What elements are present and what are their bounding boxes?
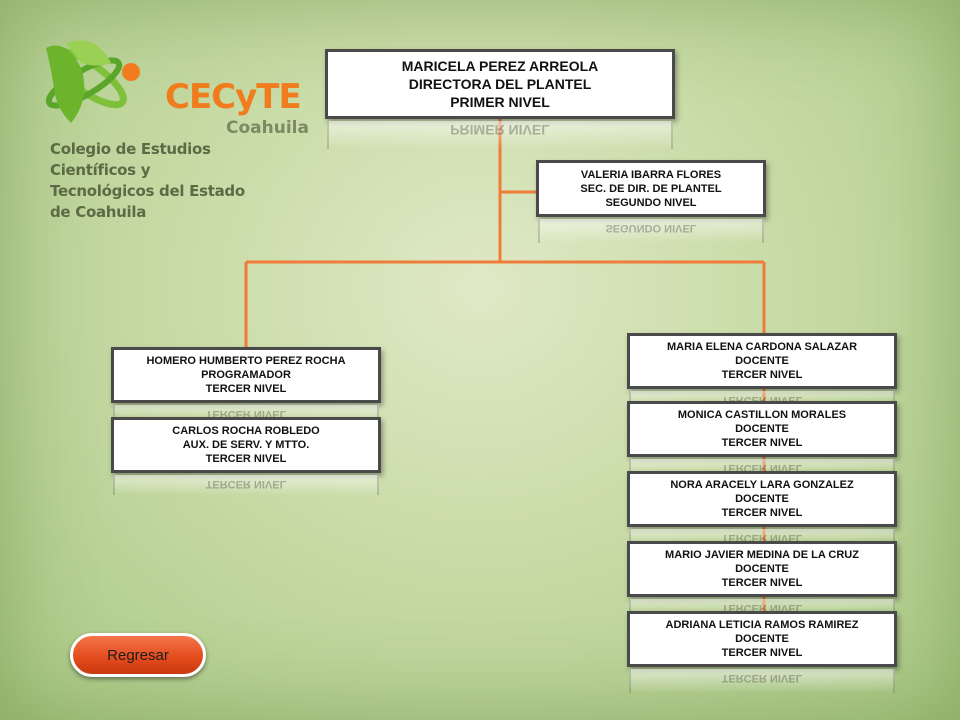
node-reflection: TERCER NIVEL [113, 405, 379, 417]
node-name: MARIA ELENA CARDONA SALAZAR [666, 341, 858, 353]
node-name: NORA ARACELY LARA GONZALEZ [670, 479, 854, 491]
node-name: HOMERO HUMBERTO PEREZ ROCHA [146, 355, 346, 367]
org-node-docente-4: MARIO JAVIER MEDINA DE LA CRUZ DOCENTE T… [627, 541, 897, 597]
logo-state-text: Coahuila [226, 118, 309, 138]
node-level: PRIMER NIVEL [450, 94, 550, 110]
node-role: DOCENTE [735, 355, 789, 367]
node-role: DOCENTE [735, 633, 789, 645]
cecyte-logo: CECyTE Coahuila [36, 28, 309, 188]
node-level: TERCER NIVEL [205, 383, 287, 395]
node-name: CARLOS ROCHA ROBLEDO [172, 425, 320, 437]
node-role: AUX. DE SERV. Y MTTO. [182, 439, 310, 451]
org-node-docente-3: NORA ARACELY LARA GONZALEZ DOCENTE TERCE… [627, 471, 897, 527]
node-reflection: TERCER NIVEL [629, 669, 895, 693]
atom-logo-icon [45, 40, 140, 123]
node-role: DOCENTE [735, 493, 789, 505]
node-name: MARIO JAVIER MEDINA DE LA CRUZ [665, 549, 859, 561]
org-node-director: MARICELA PEREZ ARREOLA DIRECTORA DEL PLA… [325, 49, 675, 119]
logo-caption-line: Colegio de Estudios Científicos y [50, 140, 211, 179]
org-node-docente-2: MONICA CASTILLON MORALES DOCENTE TERCER … [627, 401, 897, 457]
node-reflection: TERCER NIVEL [629, 391, 895, 401]
node-reflection-text: TERCER NIVEL [721, 532, 803, 541]
node-role: DIRECTORA DEL PLANTEL [408, 76, 592, 92]
node-level: TERCER NIVEL [205, 453, 287, 465]
node-reflection: TERCER NIVEL [629, 529, 895, 541]
node-level: TERCER NIVEL [721, 369, 803, 381]
node-reflection-text: TERCER NIVEL [721, 602, 803, 611]
node-name: ADRIANA LETICIA RAMOS RAMIREZ [665, 619, 859, 631]
node-level: TERCER NIVEL [721, 577, 803, 589]
node-reflection-text: PRIMER NIVEL [450, 122, 550, 138]
node-role: DOCENTE [735, 423, 789, 435]
regresar-button[interactable]: Regresar [70, 633, 206, 677]
node-level: TERCER NIVEL [721, 647, 803, 659]
logo-caption: Colegio de Estudios Científicos y Tecnol… [50, 139, 265, 223]
logo-caption-line: Tecnológicos del Estado de Coahuila [50, 182, 245, 221]
node-level: TERCER NIVEL [721, 507, 803, 519]
node-reflection-text: TERCER NIVEL [721, 394, 803, 401]
logo-brand-text: CECyTE [165, 77, 302, 117]
node-role: SEC. DE DIR. DE PLANTEL [580, 182, 722, 195]
node-reflection: PRIMER NIVEL [327, 121, 673, 149]
node-name: MONICA CASTILLON MORALES [677, 409, 847, 421]
node-reflection-text: TERCER NIVEL [205, 408, 287, 417]
org-node-programador: HOMERO HUMBERTO PEREZ ROCHA PROGRAMADOR … [111, 347, 381, 403]
node-role: PROGRAMADOR [201, 369, 291, 381]
node-level: SEGUNDO NIVEL [605, 196, 697, 209]
node-reflection: TERCER NIVEL [113, 475, 379, 495]
node-reflection-text: TERCER NIVEL [721, 672, 803, 684]
node-role: DOCENTE [735, 563, 789, 575]
org-node-auxiliar: CARLOS ROCHA ROBLEDO AUX. DE SERV. Y MTT… [111, 417, 381, 473]
node-reflection: SEGUNDO NIVEL [538, 219, 764, 243]
node-name: VALERIA IBARRA FLORES [580, 168, 722, 181]
org-node-docente-5: ADRIANA LETICIA RAMOS RAMIREZ DOCENTE TE… [627, 611, 897, 667]
node-reflection-text: SEGUNDO NIVEL [605, 222, 697, 234]
node-reflection: TERCER NIVEL [629, 459, 895, 471]
node-name: MARICELA PEREZ ARREOLA [401, 58, 599, 74]
org-node-secretaria: VALERIA IBARRA FLORES SEC. DE DIR. DE PL… [536, 160, 766, 217]
node-level: TERCER NIVEL [721, 437, 803, 449]
node-reflection: TERCER NIVEL [629, 599, 895, 611]
node-reflection-text: TERCER NIVEL [721, 462, 803, 471]
org-node-docente-1: MARIA ELENA CARDONA SALAZAR DOCENTE TERC… [627, 333, 897, 389]
node-reflection-text: TERCER NIVEL [205, 478, 287, 490]
